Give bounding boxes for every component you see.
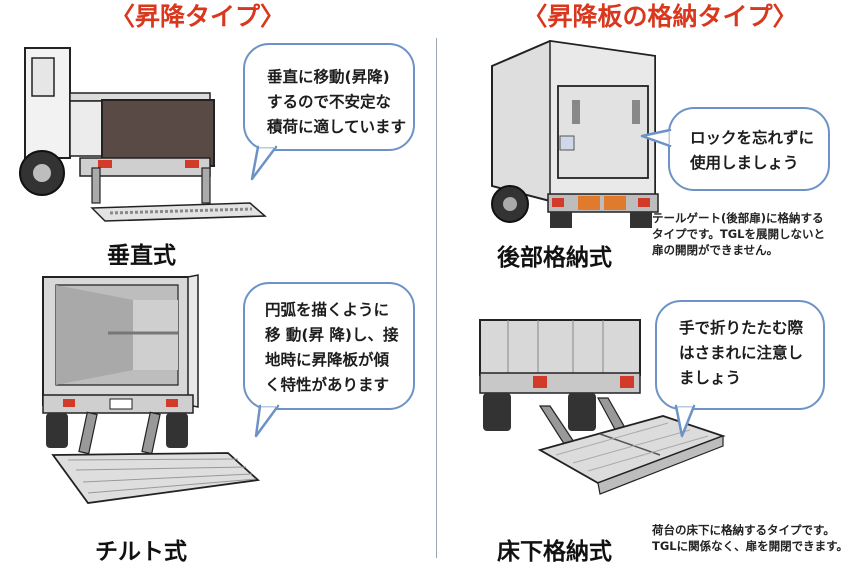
vertical-bubble-tail xyxy=(250,142,278,181)
bubble-line: 垂直に移動(昇降) xyxy=(267,68,390,86)
tilt-bubble-tail xyxy=(254,401,280,438)
description-line: TGLに関係なく、扉を開閉できます。 xyxy=(652,539,848,553)
under-floor-bubble-tail xyxy=(674,401,696,438)
bubble-line: はさまれに注意し xyxy=(679,344,804,362)
description-line: タイプです。TGLを展開しないと xyxy=(652,227,825,241)
column-divider xyxy=(436,38,437,558)
rear-storage-speech-bubble: ロックを忘れずに 使用しましょう xyxy=(668,107,830,191)
bubble-line: 円弧を描くように xyxy=(265,301,390,319)
rear-storage-label: 後部格納式 xyxy=(497,245,612,271)
bubble-line: 地時に昇降板が傾 xyxy=(265,351,390,369)
tilt-lift-truck-illustration xyxy=(42,274,261,504)
description-line: 荷台の床下に格納するタイプです。 xyxy=(652,523,835,537)
description-line: テールゲート(後部扉)に格納する xyxy=(652,211,824,225)
bubble-line: 使用しましょう xyxy=(690,154,799,172)
bubble-line: するので不安定な xyxy=(267,93,392,111)
vertical-type-label: 垂直式 xyxy=(107,243,176,269)
tilt-type-label: チルト式 xyxy=(95,539,187,565)
rear-storage-description: テールゲート(後部扉)に格納する タイプです。TGLを展開しないと 扉の開閉がで… xyxy=(652,210,825,258)
bubble-line: く特性があります xyxy=(265,376,390,394)
under-floor-storage-label: 床下格納式 xyxy=(497,539,612,565)
under-floor-storage-truck-illustration xyxy=(479,319,726,495)
vertical-lift-truck-illustration xyxy=(19,47,267,222)
vertical-speech-bubble: 垂直に移動(昇降) するので不安定な 積荷に適しています xyxy=(243,43,415,151)
bubble-line: 手で折りたたむ際 xyxy=(679,319,804,337)
rear-storage-truck-illustration xyxy=(491,39,659,228)
under-floor-description: 荷台の床下に格納するタイプです。 TGLに関係なく、扉を開閉できます。 xyxy=(652,522,848,554)
bubble-line: ロックを忘れずに xyxy=(690,129,815,147)
under-floor-speech-bubble: 手で折りたたむ際 はさまれに注意し ましょう xyxy=(655,300,825,410)
description-line: 扉の開閉ができません。 xyxy=(652,243,779,257)
heading-lift-types: 〈昇降タイプ〉 xyxy=(109,2,285,31)
bubble-line: 積荷に適しています xyxy=(267,118,407,136)
tilt-speech-bubble: 円弧を描くように 移 動(昇 降)し、接 地時に昇降板が傾 く特性があります xyxy=(243,282,415,410)
heading-storage-types: 〈昇降板の格納タイプ〉 xyxy=(522,2,798,31)
bubble-line: ましょう xyxy=(679,369,742,387)
bubble-line: 移 動(昇 降)し、接 xyxy=(265,326,399,344)
rear-storage-bubble-tail xyxy=(640,128,675,148)
